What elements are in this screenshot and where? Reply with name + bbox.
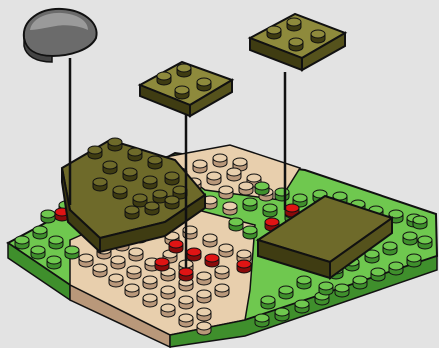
- stud-tan: [223, 202, 237, 215]
- stud-tan: [215, 266, 229, 279]
- stud-olive: [128, 148, 142, 161]
- stud-tan: [197, 272, 211, 285]
- stud-green: [403, 232, 417, 245]
- stud-olive: [148, 156, 162, 169]
- stud-green: [41, 210, 55, 223]
- stud-green: [295, 300, 309, 313]
- stud-tan: [219, 186, 233, 199]
- stud-tan: [193, 160, 207, 173]
- stud-green: [65, 246, 79, 259]
- stud-green: [353, 276, 367, 289]
- stud-green: [243, 198, 257, 211]
- stud-green: [297, 276, 311, 289]
- stud-tan: [203, 234, 217, 247]
- stud-green: [47, 256, 61, 269]
- stud-olive: [311, 30, 325, 43]
- stud-green: [261, 296, 275, 309]
- stud-green: [383, 242, 397, 255]
- stud-tan: [215, 284, 229, 297]
- stud-olive: [289, 38, 303, 51]
- stud-red-marker: [169, 240, 183, 253]
- stud-red-marker: [237, 260, 251, 273]
- stud-olive: [177, 64, 191, 77]
- stud-tan: [197, 322, 211, 335]
- stud-green: [275, 188, 289, 201]
- stud-green: [255, 182, 269, 195]
- stud-olive: [113, 186, 127, 199]
- stud-green: [263, 204, 277, 217]
- stud-green: [407, 254, 421, 267]
- stud-green: [319, 282, 333, 295]
- stud-tan: [197, 308, 211, 321]
- stud-tan: [219, 244, 233, 257]
- stud-olive: [143, 176, 157, 189]
- stud-green: [243, 226, 257, 239]
- stud-olive: [175, 86, 189, 99]
- stud-tan: [239, 182, 253, 195]
- stud-olive: [88, 146, 102, 159]
- stud-olive: [267, 26, 281, 39]
- stud-red-marker: [155, 258, 169, 271]
- stud-green: [413, 216, 427, 229]
- stud-tan: [125, 284, 139, 297]
- stud-tan: [161, 286, 175, 299]
- stud-tan: [179, 314, 193, 327]
- stud-olive: [287, 18, 301, 31]
- stud-tan: [93, 264, 107, 277]
- stud-olive: [165, 196, 179, 209]
- stud-olive: [103, 161, 117, 174]
- stud-olive: [123, 168, 137, 181]
- stud-green: [33, 226, 47, 239]
- stud-red-marker: [187, 248, 201, 261]
- stud-tan: [179, 296, 193, 309]
- stud-tan: [127, 266, 141, 279]
- stud-tan: [197, 290, 211, 303]
- stud-tan: [161, 304, 175, 317]
- stud-tan: [129, 248, 143, 261]
- stud-olive: [93, 178, 107, 191]
- stud-olive: [125, 206, 139, 219]
- stud-green: [255, 314, 269, 327]
- stud-green: [49, 236, 63, 249]
- stud-green: [31, 246, 45, 259]
- stud-tan: [227, 168, 241, 181]
- stud-olive: [108, 138, 122, 151]
- stud-olive: [145, 202, 159, 215]
- stud-tan: [143, 276, 157, 289]
- stud-green: [335, 284, 349, 297]
- stud-tan: [207, 172, 221, 185]
- stud-green: [371, 268, 385, 281]
- stud-green: [15, 236, 29, 249]
- stud-tan: [109, 274, 123, 287]
- stud-tan: [79, 254, 93, 267]
- stud-tan: [111, 256, 125, 269]
- stud-olive: [197, 78, 211, 91]
- stud-green: [418, 236, 432, 249]
- stud-green: [275, 308, 289, 321]
- stud-tan: [213, 154, 227, 167]
- stud-olive: [165, 172, 179, 185]
- stud-red-marker: [179, 268, 193, 281]
- stud-green: [389, 262, 403, 275]
- stud-green: [229, 218, 243, 231]
- stud-tan: [143, 294, 157, 307]
- stud-red-marker: [205, 254, 219, 267]
- stud-green: [279, 286, 293, 299]
- stud-olive: [157, 72, 171, 85]
